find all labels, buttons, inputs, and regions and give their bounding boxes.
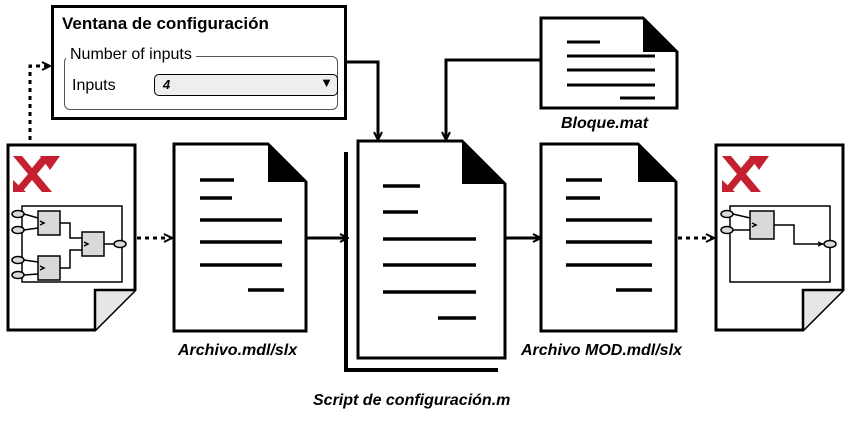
config-window: Ventana de configuración Number of input… — [51, 5, 347, 120]
config-window-title: Ventana de configuración — [62, 14, 269, 33]
dropdown-arrow-icon[interactable]: ▼ — [320, 75, 333, 90]
archivo-page — [172, 142, 308, 333]
bloque-mat-label: Bloque.mat — [561, 115, 649, 132]
inputs-select-value: 4 — [163, 77, 171, 92]
xilinx-logo-icon — [13, 156, 60, 192]
config-to-script-arrow — [347, 60, 378, 140]
config-link-arrow — [28, 66, 50, 140]
number-of-inputs-group-title: Number of inputs — [66, 46, 196, 64]
inputs-label: Inputs — [72, 77, 116, 94]
script-page — [344, 139, 507, 372]
original-model-page — [6, 143, 137, 332]
bloque-mat-page — [539, 16, 679, 110]
xilinx-logo-icon — [722, 156, 769, 192]
modified-schematic — [720, 205, 837, 283]
archivo-mod-page — [539, 142, 678, 333]
inputs-select[interactable]: 4 ▼ — [154, 74, 338, 96]
model-schematic — [11, 205, 127, 283]
archivo-mod-label: Archivo MOD.mdl/slx — [521, 342, 682, 359]
archivo-label: Archivo.mdl/slx — [178, 342, 298, 359]
mat-to-script-arrow — [446, 58, 540, 140]
script-label: Script de configuración.m — [313, 392, 511, 409]
modified-model-page — [714, 143, 845, 332]
